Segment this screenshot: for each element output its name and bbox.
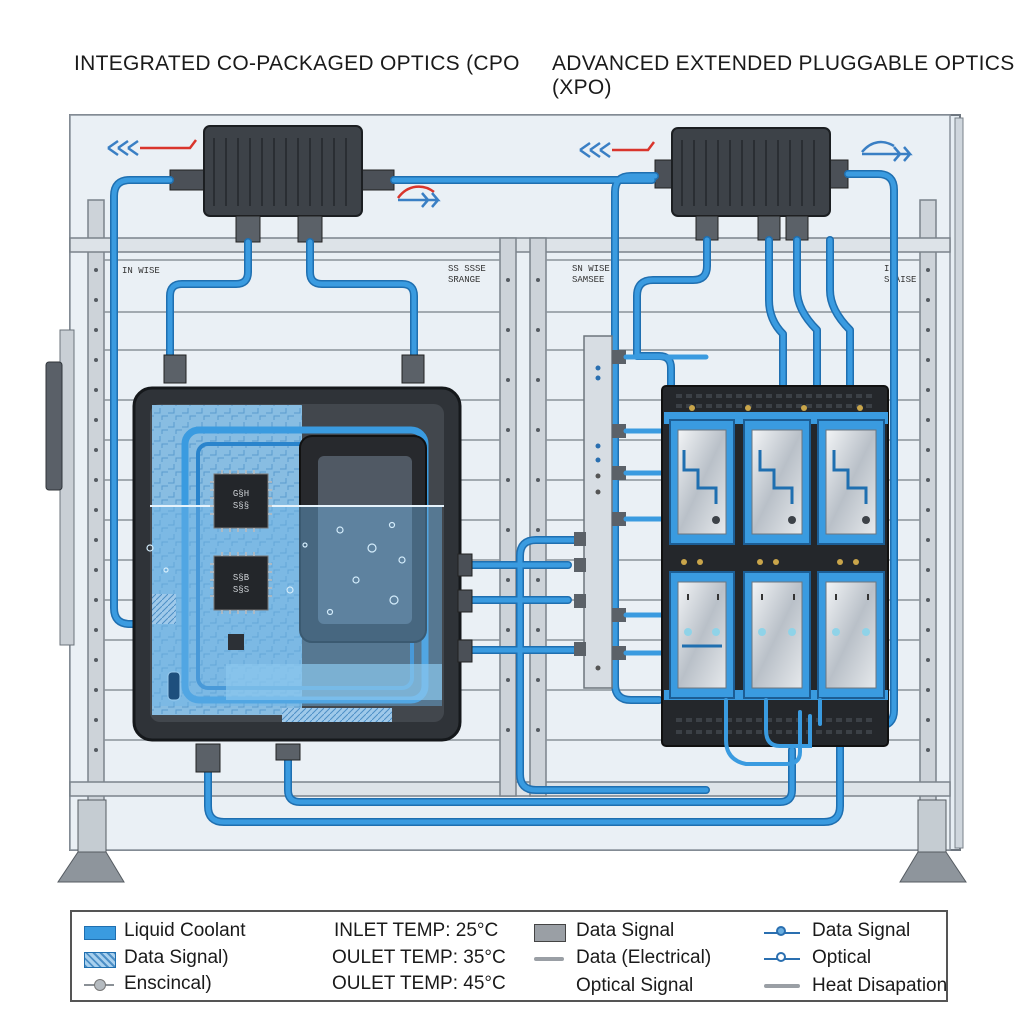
swatch-liquid-coolant — [84, 926, 116, 940]
rack-rails — [69, 199, 951, 851]
legend-optical-signal: Optical Signal — [576, 975, 694, 996]
rack-label-left-a: IN WISE — [122, 266, 160, 276]
xpo-heat-exchanger — [654, 127, 849, 241]
rack-label-right-a2: SAMSEE — [572, 275, 604, 285]
xpo-optic-module-1 — [669, 419, 735, 545]
legend-outlet-temp-2: OULET TEMP: 45°C — [332, 973, 506, 994]
chip-1: G§H S§§ — [210, 470, 272, 532]
swatch-data-electrical — [534, 957, 564, 961]
swatch-enscincal-dot — [94, 979, 106, 991]
swatch-data-signal — [84, 952, 116, 968]
chip-2-label-b: S§S — [233, 585, 249, 595]
chip-1-label-b: S§§ — [233, 501, 249, 511]
chip-1-label-a: G§H — [233, 489, 249, 499]
rack-label-right-b: IN — [884, 264, 895, 274]
flow-arrows — [107, 139, 913, 208]
legend-heat-dissipation: Heat Disapation — [812, 975, 948, 996]
legend-optical: Optical — [812, 947, 872, 968]
side-handle — [45, 329, 75, 646]
legend-data-signal-3: Data Signal — [812, 920, 911, 941]
xpo-board-cables — [724, 698, 822, 766]
swatch-data-signal-gray — [534, 924, 566, 942]
rack-feet — [57, 799, 967, 883]
xpo-title: ADVANCED EXTENDED PLUGGABLE OPTICS (XPO) — [552, 52, 1015, 99]
swatch-data-signal-node — [776, 926, 786, 936]
rack-label-right-a: SN WISE — [572, 264, 610, 274]
chip-2: S§B S§S — [210, 552, 272, 614]
xpo-optic-module-6 — [817, 571, 885, 699]
legend: Liquid Coolant Data Signal) Enscincal) I… — [70, 910, 948, 1002]
rack-label-left-b2: SRANGE — [448, 275, 480, 285]
xpo-optic-module-4 — [669, 571, 735, 699]
xpo-optic-module-5 — [743, 571, 811, 699]
rack-label-left-b: SS SSSE — [448, 264, 486, 274]
swatch-heat-dissipation — [764, 984, 800, 988]
legend-data-signal: Data Signal) — [124, 947, 229, 968]
legend-outlet-temp-1: OULET TEMP: 35°C — [332, 947, 506, 968]
xpo-optic-module-2 — [743, 419, 811, 545]
legend-liquid-coolant: Liquid Coolant — [124, 920, 246, 941]
rack-label-right-b2: SRAISE — [884, 275, 916, 285]
legend-enscincal: Enscincal) — [124, 973, 212, 994]
cpo-module — [132, 354, 473, 773]
legend-inlet-temp: INLET TEMP: 25°C — [334, 920, 499, 941]
rail-holes — [94, 268, 930, 752]
cpo-title: INTEGRATED CO-PACKAGED OPTICS (CPO — [74, 52, 520, 75]
legend-data-signal-2: Data Signal — [576, 920, 675, 941]
xpo-optic-module-3 — [817, 419, 885, 545]
bubbles — [146, 521, 406, 616]
coolant-manifold — [574, 335, 626, 689]
manifold-links — [623, 354, 709, 656]
chip-2-label-a: S§B — [233, 573, 250, 583]
swatch-optical-node — [776, 952, 786, 962]
legend-data-electrical: Data (Electrical) — [576, 947, 712, 968]
